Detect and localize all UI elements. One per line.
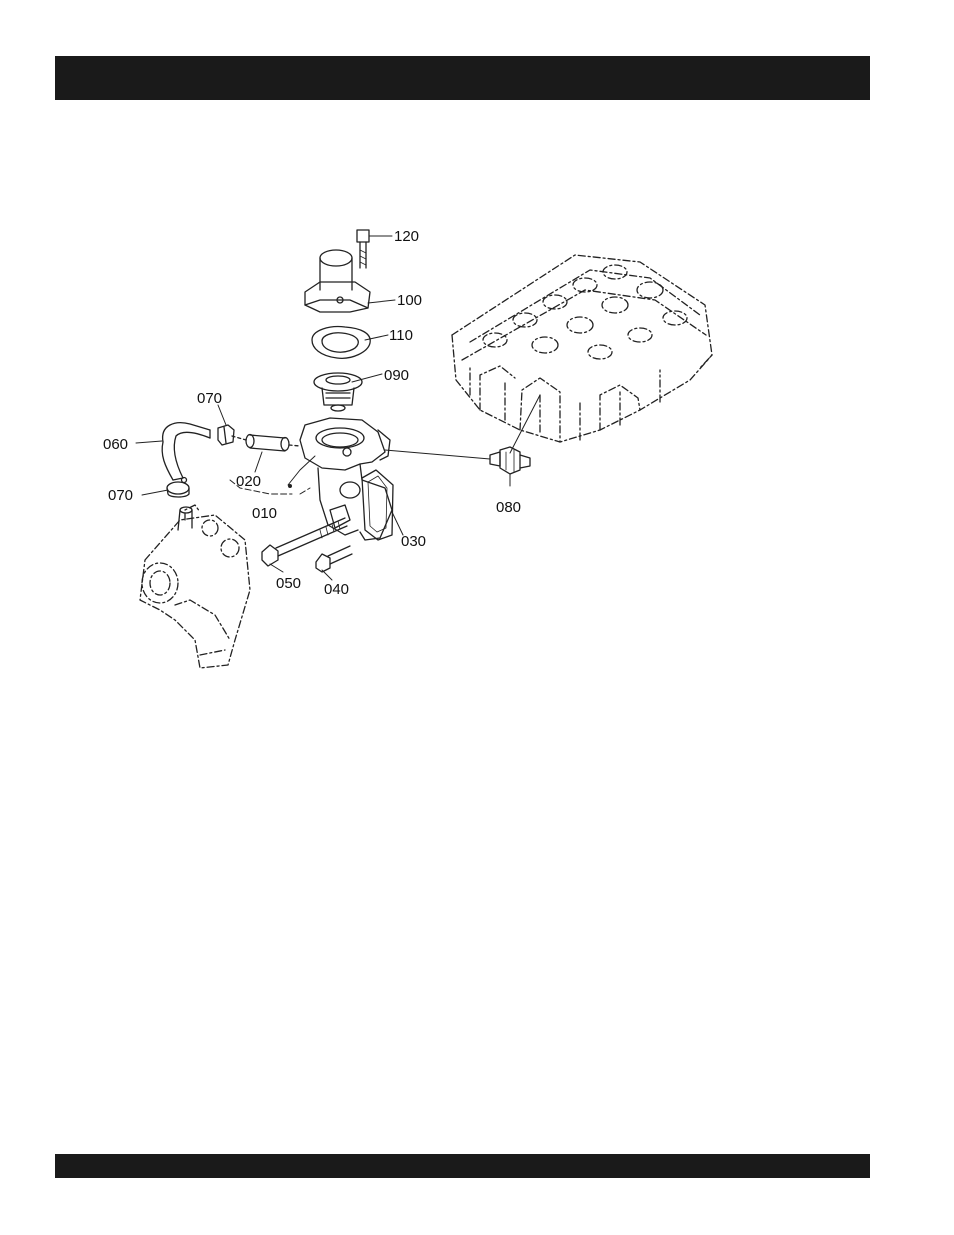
callout-030: 030 — [401, 533, 426, 550]
pipe-020-drawing — [232, 435, 300, 452]
thermostat-090-drawing — [314, 373, 362, 411]
callout-100: 100 — [397, 292, 422, 309]
callout-040: 040 — [324, 581, 349, 598]
callout-120: 120 — [394, 228, 419, 245]
callout-050: 050 — [276, 575, 301, 592]
callout-010: 010 — [252, 505, 277, 522]
thermostat-housing-010-drawing — [300, 418, 392, 540]
callout-070-upper: 070 — [197, 390, 222, 407]
clip-070-lower-drawing — [167, 478, 189, 498]
callout-060: 060 — [103, 436, 128, 453]
callout-labels: 120 100 110 090 070 060 020 070 010 080 … — [103, 228, 521, 598]
water-pump-drawing — [140, 505, 250, 668]
callout-020: 020 — [236, 473, 261, 490]
temperature-sensor-080-drawing — [490, 447, 530, 474]
callout-090: 090 — [384, 367, 409, 384]
callout-110: 110 — [389, 327, 413, 344]
gasket-030-drawing — [362, 470, 393, 540]
bolt-120-drawing — [357, 230, 369, 268]
clip-070-upper-drawing — [218, 425, 234, 445]
callout-080: 080 — [496, 499, 521, 516]
bolt-040-drawing — [316, 546, 352, 572]
engine-block-drawing — [452, 255, 712, 442]
callout-070-lower: 070 — [108, 487, 133, 504]
hose-060-drawing — [162, 423, 210, 480]
gasket-110-drawing — [312, 327, 370, 359]
